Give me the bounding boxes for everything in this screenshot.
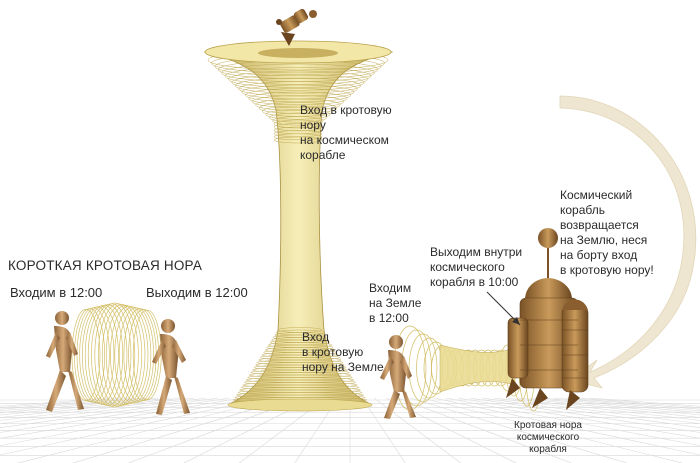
enter-earth-1200-label: Входим на Земле в 12:00 bbox=[369, 281, 422, 325]
walking-figure-ship bbox=[380, 335, 416, 419]
ship-returns-label: Космический корабль возвращается на Земл… bbox=[560, 188, 654, 277]
ship-wormhole-label: Кротовая нора космического корабля bbox=[514, 420, 582, 455]
big-spaceship-icon bbox=[506, 228, 589, 410]
short-wormhole bbox=[71, 302, 162, 408]
earth-entrance-label: Вход в кротовую нору на Земле bbox=[302, 330, 384, 374]
tall-wormhole bbox=[203, 40, 394, 412]
walking-figure-left bbox=[46, 311, 84, 412]
walking-figure-right bbox=[152, 319, 190, 415]
enter-1200-label: Входим в 12:00 bbox=[10, 285, 103, 300]
spaceship-entrance-label: Вход в кротовую нору на космическом кора… bbox=[300, 103, 392, 162]
small-spaceship-icon bbox=[276, 8, 317, 46]
short-wormhole-title: КОРОТКАЯ КРОТОВАЯ НОРА bbox=[8, 258, 203, 273]
exit-inside-ship-label: Выходим внутри космического корабля в 10… bbox=[430, 245, 523, 289]
exit-1200-label: Выходим в 12:00 bbox=[146, 285, 248, 300]
